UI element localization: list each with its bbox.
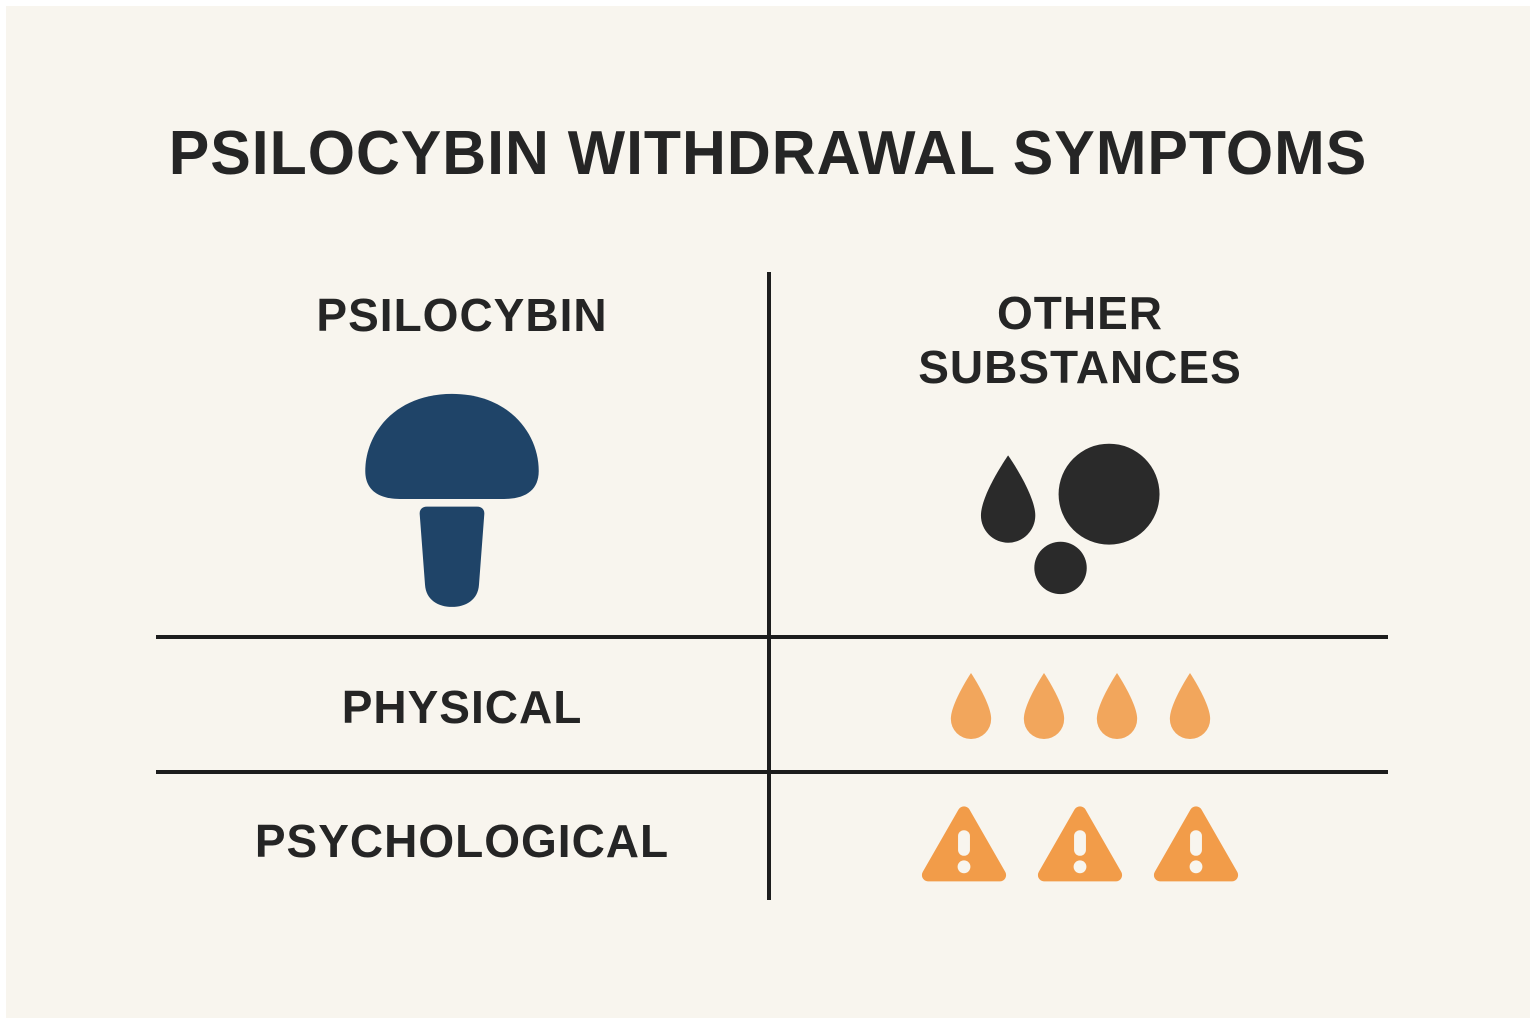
column-header-other-substances: OTHER SUBSTANCES	[772, 286, 1388, 395]
droplet-icon	[950, 672, 991, 740]
row-divider-line-2	[156, 770, 1388, 774]
mushroom-icon	[346, 382, 558, 614]
row-label-physical: PHYSICAL	[341, 681, 583, 733]
warning-triangle-icon	[1037, 806, 1123, 882]
warning-triangle-icon	[1153, 806, 1239, 882]
row-label-psychological: PSYCHOLOGICAL	[254, 815, 670, 867]
infographic-canvas: PSILOCYBIN WITHDRAWAL SYMPTOMS PSILOCYBI…	[6, 6, 1530, 1018]
other-substances-header-label: OTHER SUBSTANCES	[918, 287, 1242, 394]
row-divider-line-1	[156, 635, 1388, 639]
pills-icon	[958, 434, 1198, 599]
droplet-icon	[1023, 672, 1064, 740]
page-title: PSILOCYBIN WITHDRAWAL SYMPTOMS	[168, 119, 1368, 188]
column-header-psilocybin: PSILOCYBIN	[156, 288, 768, 342]
psychological-severity-icons	[772, 800, 1388, 886]
column-divider-line	[767, 272, 771, 900]
warning-triangle-icon	[921, 806, 1007, 882]
droplet-icon	[1169, 672, 1210, 740]
physical-severity-icons	[772, 668, 1388, 744]
droplet-icon	[1096, 672, 1137, 740]
psilocybin-header-label: PSILOCYBIN	[316, 289, 608, 341]
